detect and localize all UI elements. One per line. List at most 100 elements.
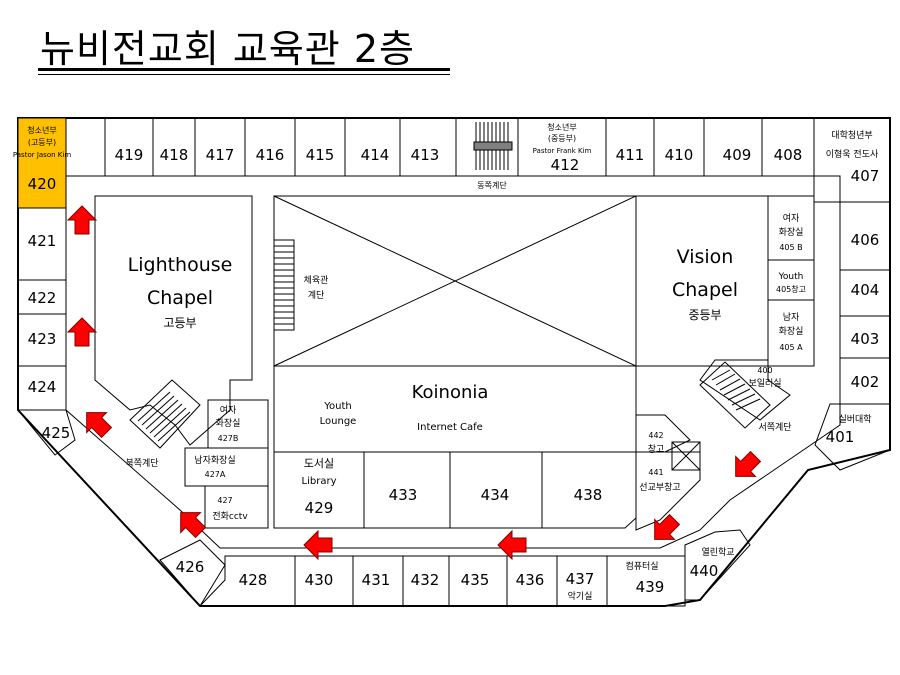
svg-text:427A: 427A: [205, 470, 226, 479]
svg-text:439: 439: [636, 578, 665, 596]
svg-text:남자: 남자: [783, 312, 800, 323]
room-439[interactable]: 컴퓨터실 439: [606, 555, 686, 607]
svg-text:425: 425: [42, 424, 71, 442]
svg-text:412: 412: [551, 156, 580, 174]
room-438[interactable]: 438: [541, 451, 637, 529]
svg-text:컴퓨터실: 컴퓨터실: [625, 560, 658, 572]
room-425[interactable]: 425: [16, 409, 76, 456]
svg-text:화장실: 화장실: [216, 418, 241, 429]
svg-text:북쪽계단: 북쪽계단: [125, 457, 158, 469]
room-428[interactable]: 428: [198, 555, 296, 607]
svg-text:431: 431: [362, 571, 391, 589]
svg-text:428: 428: [239, 571, 268, 589]
svg-text:424: 424: [28, 378, 57, 396]
svg-text:402: 402: [851, 373, 880, 391]
svg-text:Chapel: Chapel: [147, 287, 213, 309]
svg-text:414: 414: [361, 146, 390, 164]
svg-text:400: 400: [757, 366, 772, 375]
room-420-dept2: (고등부): [28, 138, 56, 147]
svg-text:Internet Cafe: Internet Cafe: [417, 422, 483, 433]
svg-text:417: 417: [206, 146, 235, 164]
svg-text:423: 423: [28, 330, 57, 348]
svg-text:413: 413: [411, 146, 440, 164]
svg-text:432: 432: [411, 571, 440, 589]
svg-text:434: 434: [481, 486, 510, 504]
svg-text:Koinonia: Koinonia: [412, 382, 489, 403]
svg-text:보일러실: 보일러실: [748, 378, 781, 389]
svg-text:411: 411: [616, 146, 645, 164]
svg-text:청소년부: 청소년부: [547, 122, 576, 132]
svg-text:407: 407: [851, 167, 880, 185]
svg-text:405 A: 405 A: [779, 343, 803, 352]
svg-text:Lighthouse: Lighthouse: [128, 254, 233, 276]
svg-text:열린학교: 열린학교: [701, 547, 734, 558]
svg-text:화장실: 화장실: [779, 326, 804, 337]
svg-text:401: 401: [826, 428, 855, 446]
svg-text:체육관: 체육관: [304, 275, 329, 286]
north-stairs[interactable]: 북쪽계단: [125, 379, 201, 469]
room-427[interactable]: 427 전화cctv: [204, 485, 269, 529]
youth-lounge-label-1: Youth: [323, 401, 352, 412]
svg-text:440: 440: [690, 562, 719, 580]
svg-text:Library: Library: [302, 476, 337, 487]
svg-text:Pastor Frank Kim: Pastor Frank Kim: [533, 147, 592, 155]
room-420-number: 420: [28, 175, 57, 193]
svg-text:427B: 427B: [218, 434, 239, 443]
svg-text:408: 408: [774, 146, 803, 164]
room-401[interactable]: 실버대학 401: [814, 403, 891, 471]
svg-text:404: 404: [851, 281, 880, 299]
svg-text:여자: 여자: [220, 404, 237, 416]
svg-text:대학청년부: 대학청년부: [831, 130, 872, 141]
svg-text:Vision: Vision: [677, 246, 734, 268]
west-stairs[interactable]: 서쪽계단: [699, 361, 792, 433]
svg-text:(중등부): (중등부): [548, 134, 576, 143]
svg-text:436: 436: [516, 571, 545, 589]
svg-text:418: 418: [160, 146, 189, 164]
svg-text:441: 441: [648, 468, 663, 477]
svg-text:선교부창고: 선교부창고: [639, 482, 680, 493]
svg-text:이형욱 전도사: 이형욱 전도사: [826, 149, 879, 160]
room-420-dept: 청소년부: [27, 125, 56, 135]
svg-text:429: 429: [305, 499, 334, 517]
room-442[interactable]: 442 창고: [635, 414, 691, 455]
svg-text:악기실: 악기실: [568, 590, 593, 602]
svg-text:403: 403: [851, 330, 880, 348]
svg-text:전화cctv: 전화cctv: [212, 511, 248, 522]
youth-lounge-label-2: Lounge: [320, 416, 357, 427]
room-405a[interactable]: 남자 화장실 405 A: [767, 299, 815, 367]
svg-text:고등부: 고등부: [163, 316, 196, 330]
room-400-boiler[interactable]: 400 보일러실: [699, 359, 791, 421]
svg-text:433: 433: [389, 486, 418, 504]
east-stairs-label: 동쪽계단: [477, 180, 507, 190]
svg-text:도서실: 도서실: [304, 457, 334, 470]
room-440[interactable]: 열린학교 440: [684, 529, 751, 601]
svg-text:남자화장실: 남자화장실: [194, 455, 235, 466]
svg-text:Chapel: Chapel: [672, 279, 738, 301]
room-420[interactable]: 청소년부 (고등부) Pastor Jason Kim 420: [13, 117, 71, 209]
svg-text:421: 421: [28, 232, 57, 250]
svg-text:405 B: 405 B: [779, 243, 802, 252]
svg-text:실버대학: 실버대학: [838, 414, 871, 425]
svg-text:426: 426: [176, 558, 205, 576]
svg-text:화장실: 화장실: [779, 227, 804, 238]
svg-text:410: 410: [665, 146, 694, 164]
svg-text:창고: 창고: [648, 444, 665, 455]
svg-text:427: 427: [217, 496, 232, 505]
svg-text:중등부: 중등부: [688, 308, 721, 322]
svg-text:435: 435: [461, 571, 490, 589]
building-outline: [17, 117, 891, 607]
lighthouse-chapel[interactable]: Lighthouse Chapel 고등부: [94, 195, 253, 446]
svg-text:Youth: Youth: [778, 272, 804, 282]
svg-text:419: 419: [115, 146, 144, 164]
svg-text:서쪽계단: 서쪽계단: [758, 421, 791, 433]
svg-text:437: 437: [566, 570, 595, 588]
room-420-pastor: Pastor Jason Kim: [13, 151, 71, 159]
svg-text:430: 430: [305, 571, 334, 589]
svg-text:409: 409: [723, 146, 752, 164]
svg-text:416: 416: [256, 146, 285, 164]
gym-stairs[interactable]: 체육관 계단: [273, 239, 329, 331]
title-underline: [38, 68, 450, 71]
page-title: 뉴비전교회 교육관 2층: [40, 27, 415, 71]
svg-text:438: 438: [574, 486, 603, 504]
